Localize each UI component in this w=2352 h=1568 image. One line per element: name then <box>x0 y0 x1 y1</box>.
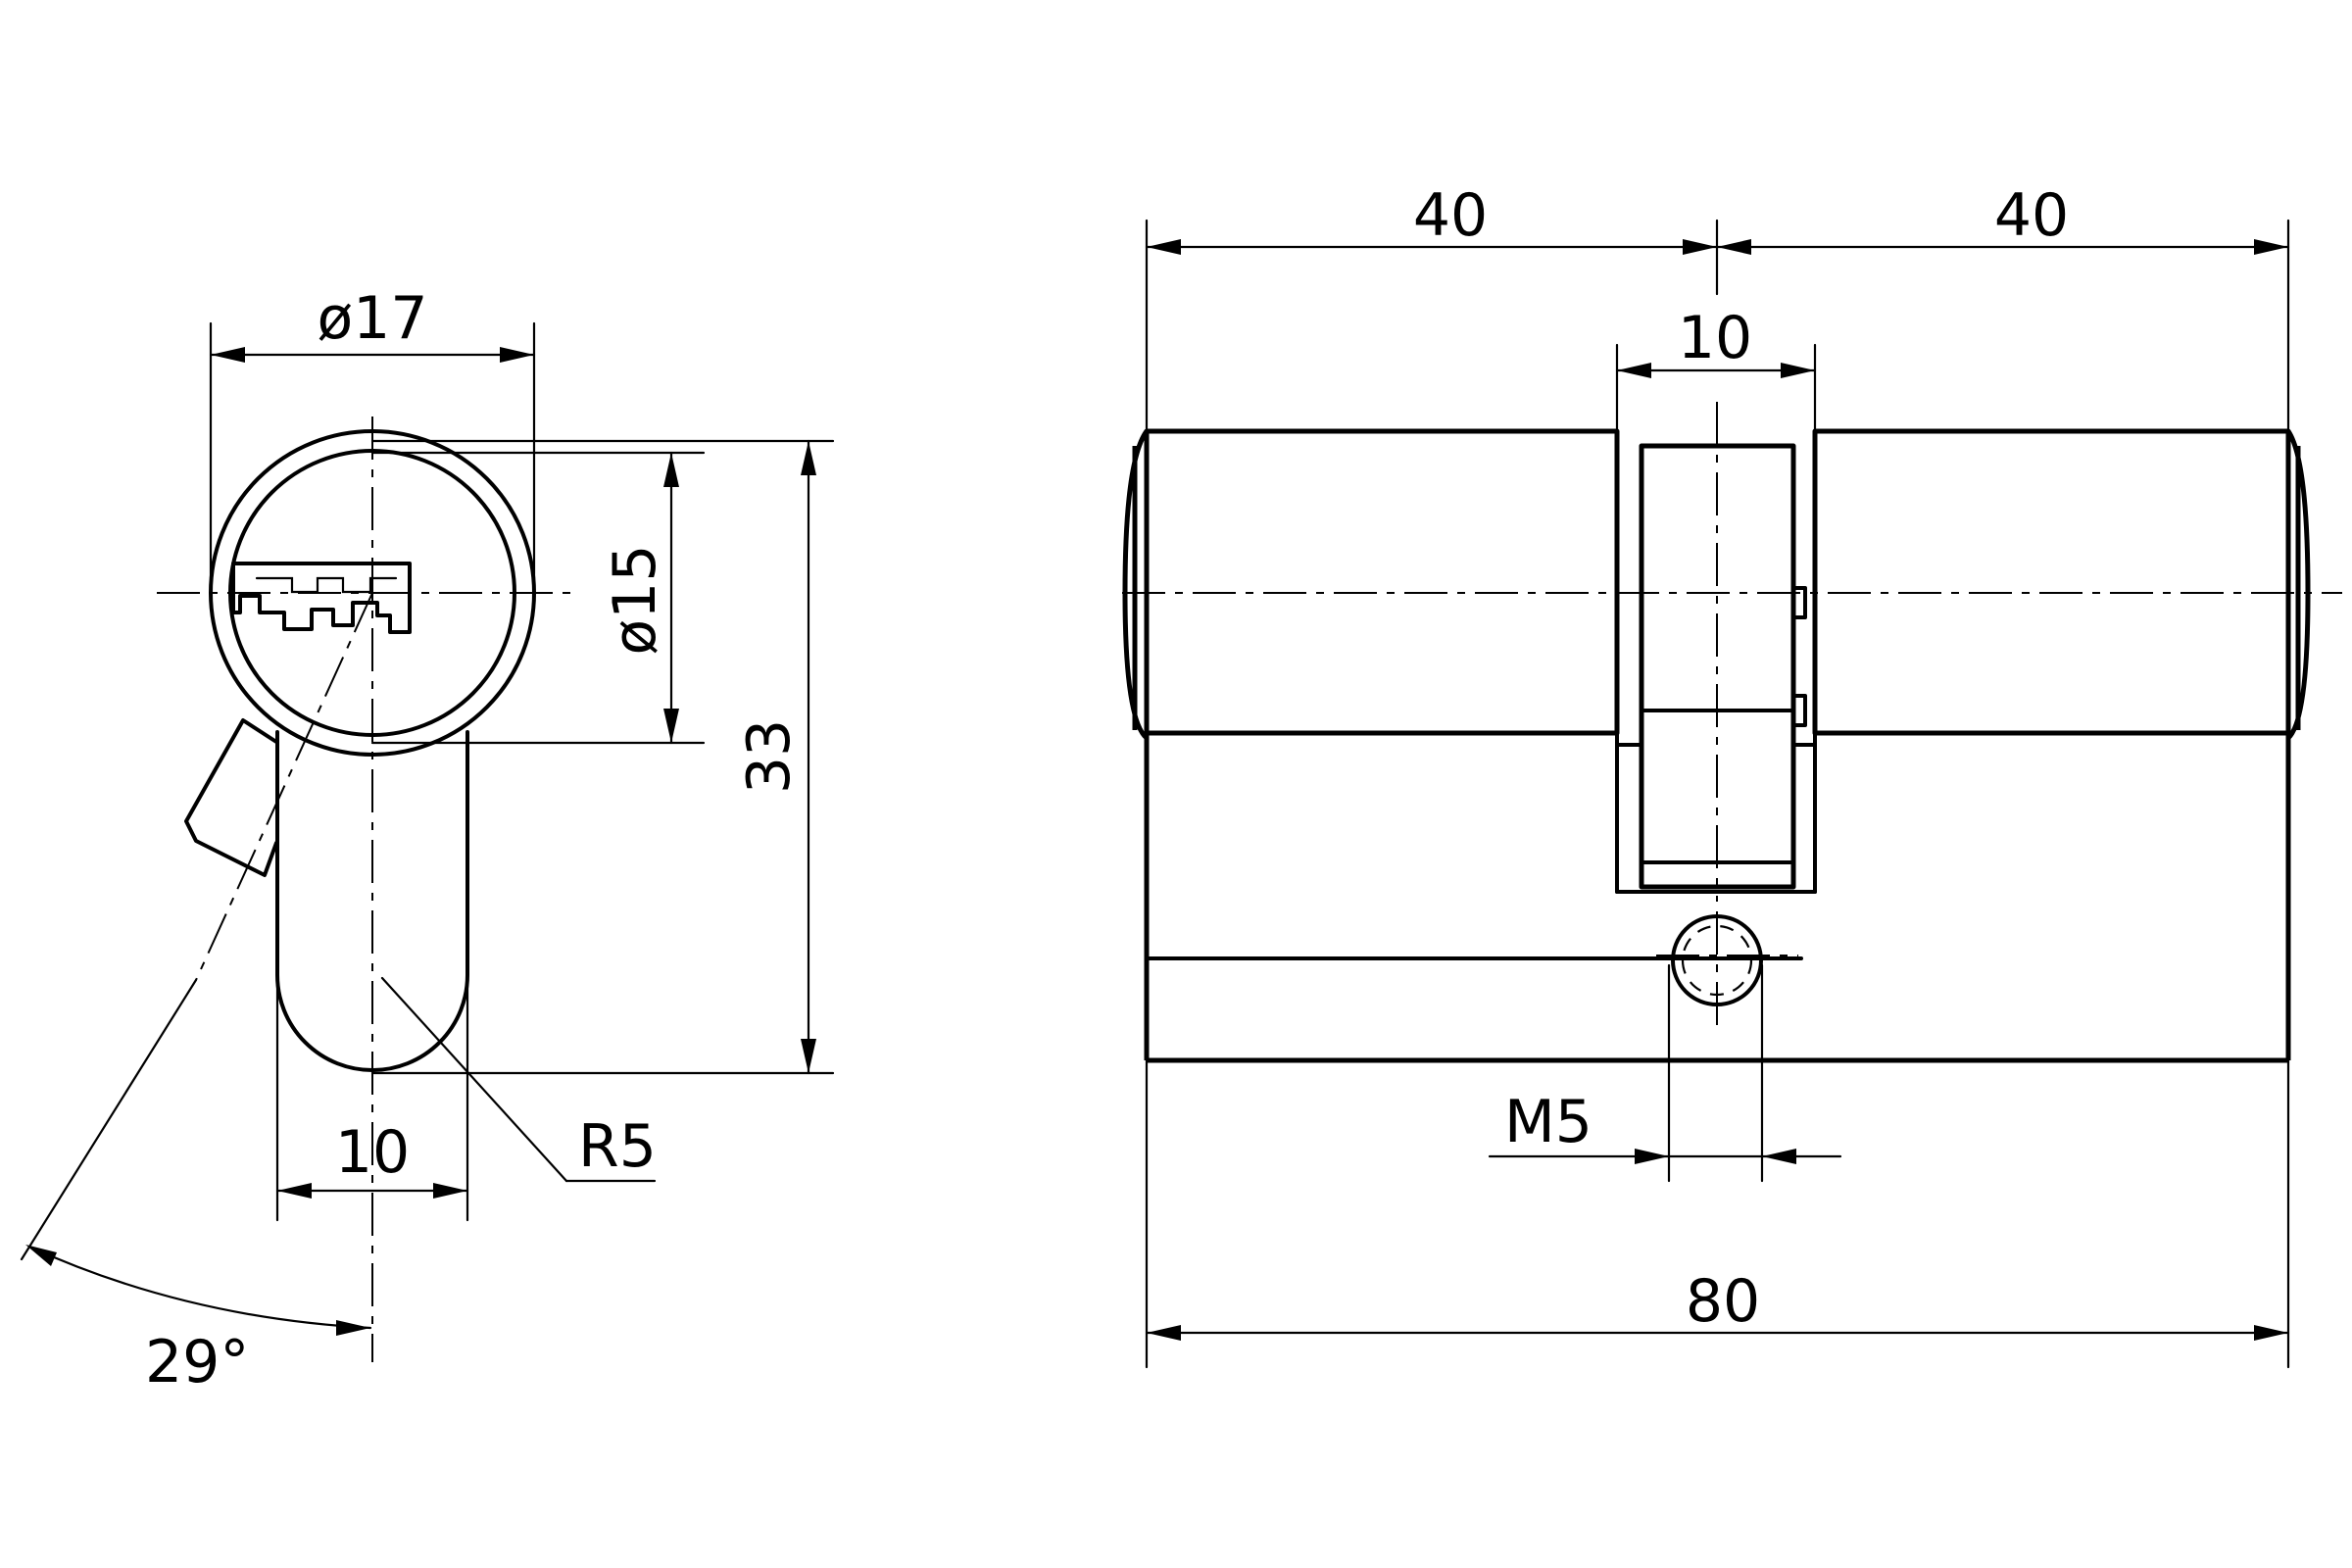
angle-centerline <box>195 592 373 981</box>
dim-m5-arrow-left <box>1635 1149 1669 1164</box>
dim-d17-arrow-left <box>211 347 245 363</box>
profile-cam <box>184 718 278 877</box>
side-view: 40 40 10 M5 80 <box>1122 181 2342 1369</box>
keyway-profile <box>255 576 398 594</box>
dim-10-arrow-right <box>433 1183 467 1199</box>
dim-33-arrow-top <box>801 441 816 475</box>
dim-d15-arrow-bottom <box>663 709 679 743</box>
dim-80-label: 80 <box>1686 1267 1760 1336</box>
dim-angle-arrow-left <box>25 1245 57 1266</box>
dim-33-label: 33 <box>735 719 804 794</box>
left-cylinder-top <box>1144 428 1620 736</box>
front-view: ø17 ø15 33 10 R5 29° <box>20 284 835 1396</box>
dim-angle-arrow-right <box>336 1320 370 1336</box>
cam-body <box>1639 443 1796 890</box>
keyway <box>231 562 412 634</box>
cam-notch-1 <box>1791 586 1807 619</box>
dim-40-right-arrow-l <box>1717 239 1751 255</box>
dim-r5-leader <box>380 976 568 1183</box>
dim-33-arrow-bottom <box>801 1039 816 1073</box>
dim-80-arrow-left <box>1147 1325 1181 1341</box>
dim-d15-label: ø15 <box>601 544 669 655</box>
dim-r5-label: R5 <box>578 1112 657 1181</box>
cam-notch-2 <box>1791 694 1807 727</box>
dim-40-left-arrow-l <box>1147 239 1181 255</box>
dim-d17-arrow-right <box>500 347 534 363</box>
dim-40-right-arrow-r <box>2254 239 2288 255</box>
dim-angle-arc <box>27 1245 372 1330</box>
dim-80-arrow-right <box>2254 1325 2288 1341</box>
dim-40-left-label: 40 <box>1413 181 1488 250</box>
dim-cam-label: 10 <box>1678 304 1752 372</box>
dim-10-arrow-left <box>277 1183 312 1199</box>
dim-cam-arrow-left <box>1617 363 1651 378</box>
right-cylinder-top <box>1812 428 2291 736</box>
dim-d15-arrow-top <box>663 453 679 487</box>
dim-m5-label: M5 <box>1504 1088 1592 1156</box>
dim-angle-extension <box>20 978 198 1261</box>
dim-m5-arrow-right <box>1762 1149 1796 1164</box>
dim-angle-label: 29° <box>145 1328 249 1396</box>
dim-cam-arrow-right <box>1781 363 1815 378</box>
dim-40-left-arrow-r <box>1683 239 1717 255</box>
dim-10-label: 10 <box>335 1118 410 1187</box>
dim-d17-label: ø17 <box>317 284 427 353</box>
dim-40-right-label: 40 <box>1994 181 2069 250</box>
